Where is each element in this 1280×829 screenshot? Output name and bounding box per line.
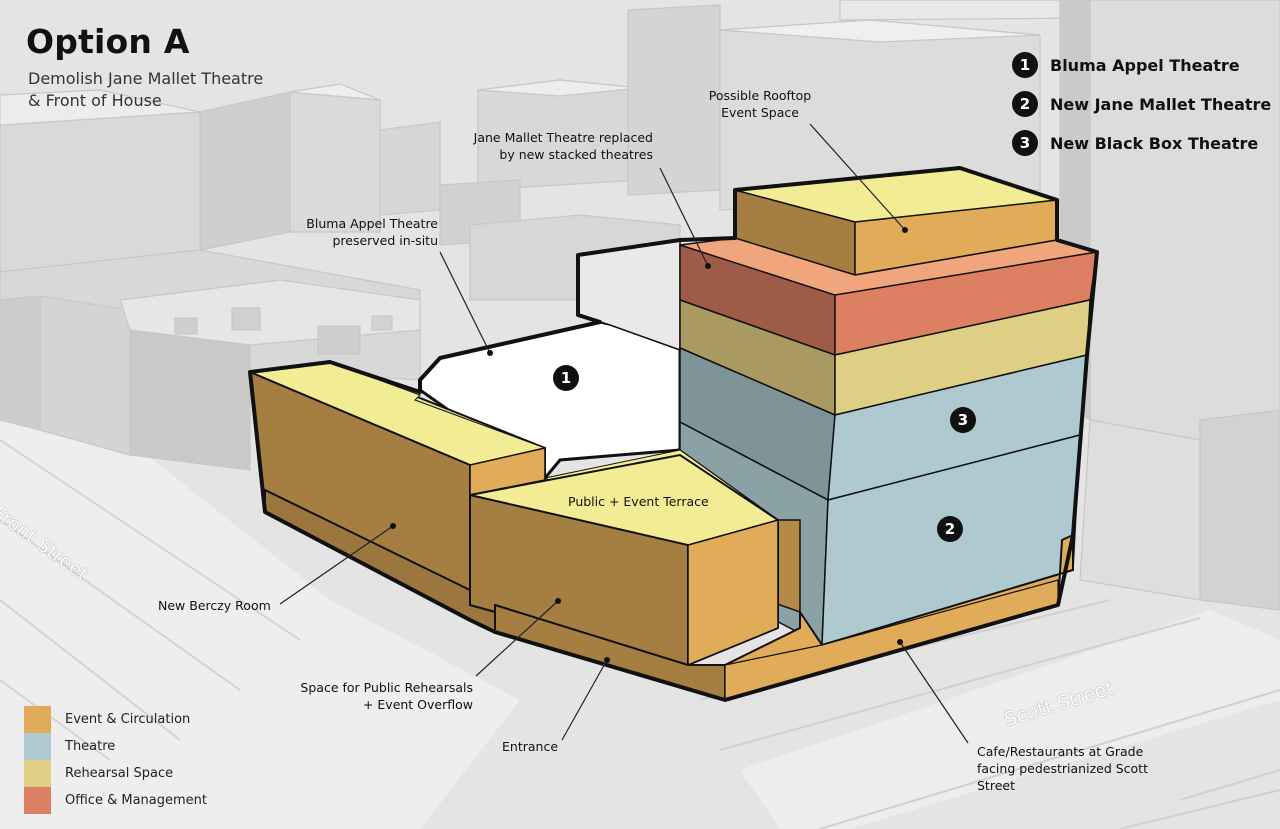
key-item: 2 New Jane Mallet Theatre: [1012, 91, 1271, 117]
key-item: 3 New Black Box Theatre: [1012, 130, 1271, 156]
jane-replaced-line-1: Jane Mallet Theatre replaced: [473, 130, 653, 145]
key-number-2: 2: [1012, 91, 1038, 117]
cafe-line-2: facing pedestrianized Scott: [977, 761, 1148, 776]
jane-replaced-callout: Jane Mallet Theatre replaced by new stac…: [440, 129, 653, 163]
marker-jane: 2: [937, 516, 963, 542]
subtitle-line-2: & Front of House: [28, 91, 162, 110]
legend-swatch: [24, 760, 51, 787]
key-label: New Jane Mallet Theatre: [1050, 94, 1272, 114]
key-label: New Black Box Theatre: [1050, 133, 1259, 153]
marker-blackbox: 3: [950, 407, 976, 433]
numbered-key: 1 Bluma Appel Theatre 2 New Jane Mallet …: [1012, 52, 1271, 169]
podium-block: [469, 448, 1074, 702]
legend-swatch: [24, 787, 51, 814]
key-item: 1 Bluma Appel Theatre: [1012, 52, 1271, 78]
jane-replaced-line-2: by new stacked theatres: [499, 147, 653, 162]
legend-item: Rehearsal Space: [24, 760, 207, 787]
rooftop-callout: Possible Rooftop Event Space: [690, 87, 830, 121]
berczy-label: New Berczy Room: [158, 598, 271, 613]
rehearsals-callout: Space for Public Rehearsals + Event Over…: [270, 679, 473, 713]
legend-label: Theatre: [65, 739, 116, 754]
bluma-preserved-line-2: preserved in-situ: [332, 233, 438, 248]
berczy-room-block: [248, 360, 546, 634]
legend-label: Event & Circulation: [65, 712, 191, 727]
bluma-preserved-callout: Bluma Appel Theatre preserved in-situ: [278, 215, 438, 249]
legend-item: Theatre: [24, 733, 207, 760]
leader-lines: [279, 123, 969, 744]
cafe-line-1: Cafe/Restaurants at Grade: [977, 744, 1144, 759]
legend-label: Rehearsal Space: [65, 766, 174, 781]
legend-swatch: [24, 733, 51, 760]
legend-item: Event & Circulation: [24, 706, 207, 733]
marker-bluma: 1: [553, 365, 579, 391]
bluma-preserved-line-1: Bluma Appel Theatre: [306, 216, 438, 231]
legend-label: Office & Management: [65, 793, 207, 808]
rehearsals-line-2: + Event Overflow: [362, 697, 473, 712]
legend: Event & Circulation Theatre Rehearsal Sp…: [24, 706, 207, 814]
entrance-label: Entrance: [502, 739, 559, 754]
page-title: Option A: [26, 22, 190, 61]
terrace-label: Public + Event Terrace: [568, 494, 709, 509]
street-network: [0, 410, 1280, 829]
key-number-1: 1: [1012, 52, 1038, 78]
cafe-line-3: Street: [977, 778, 1015, 793]
key-number-3: 3: [1012, 130, 1038, 156]
context-buildings: [0, 0, 1280, 611]
site-outline: [248, 166, 1099, 702]
cafe-callout: Cafe/Restaurants at Grade facing pedestr…: [977, 743, 1148, 794]
legend-item: Office & Management: [24, 787, 207, 814]
rooftop-line-1: Possible Rooftop: [708, 88, 812, 103]
leader-dots: [390, 227, 908, 663]
subtitle-line-1: Demolish Jane Mallet Theatre: [28, 69, 264, 88]
rehearsals-line-1: Space for Public Rehearsals: [300, 680, 473, 695]
key-label: Bluma Appel Theatre: [1050, 55, 1240, 75]
subtitle: Demolish Jane Mallet Theatre & Front of …: [28, 68, 263, 112]
rooftop-line-2: Event Space: [721, 105, 799, 120]
legend-swatch: [24, 706, 51, 733]
